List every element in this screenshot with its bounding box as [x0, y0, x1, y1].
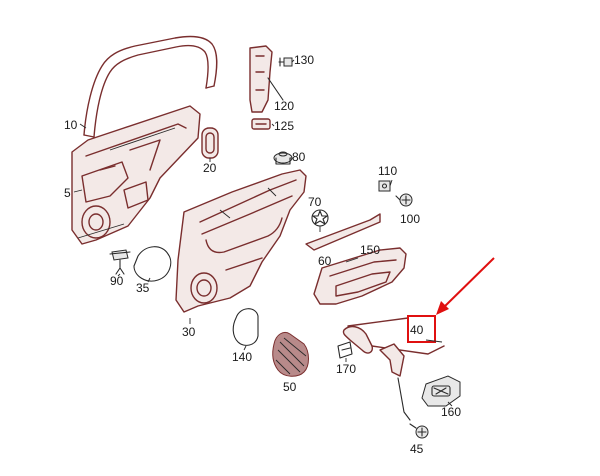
- highlight-arrow-shaft: [441, 257, 495, 310]
- part-120-bracket: [249, 45, 284, 113]
- label-60: 60: [318, 254, 332, 268]
- label-70: 70: [308, 195, 322, 209]
- callout-labels: 10 5 130 120 125 20 80 110 100 70 60 150…: [64, 53, 461, 456]
- part-170-clip: [337, 341, 353, 359]
- part-10-window-seal: [83, 35, 218, 138]
- label-130: 130: [294, 53, 314, 67]
- part-80-grommet: [273, 151, 293, 165]
- label-5: 5: [64, 186, 71, 200]
- part-100-screw: [395, 193, 413, 207]
- label-160: 160: [441, 405, 461, 419]
- part-140-gasket: [232, 308, 259, 346]
- label-30: 30: [182, 325, 196, 339]
- part-110-nut: [378, 180, 391, 192]
- label-170: 170: [336, 362, 356, 376]
- label-80: 80: [292, 150, 306, 164]
- label-10: 10: [64, 118, 78, 132]
- label-125: 125: [274, 119, 294, 133]
- label-50: 50: [283, 380, 297, 394]
- part-150-armrest: [313, 247, 407, 305]
- part-70-star-clip: [311, 209, 329, 227]
- part-20-plug: [201, 127, 219, 159]
- label-100: 100: [400, 212, 420, 226]
- label-110: 110: [378, 164, 397, 178]
- label-45: 45: [410, 442, 424, 456]
- leader-lines: [73, 59, 453, 407]
- label-90: 90: [110, 274, 124, 288]
- part-50-speaker-grille: [272, 331, 309, 377]
- label-150: 150: [360, 243, 380, 257]
- label-35: 35: [136, 281, 150, 295]
- label-20: 20: [203, 161, 217, 175]
- highlight-callout: [407, 257, 495, 343]
- part-160-handle-housing: [421, 375, 461, 407]
- part-130-screw: [278, 57, 293, 67]
- highlight-box: [407, 315, 436, 343]
- part-30-door-trim-panel: [175, 169, 307, 313]
- label-140: 140: [232, 350, 252, 364]
- highlight-arrow-head: [436, 301, 449, 315]
- label-120: 120: [274, 99, 294, 113]
- part-125-clip: [251, 118, 271, 130]
- label-40: 40: [410, 323, 424, 337]
- part-45-screw: [409, 423, 429, 439]
- part-inner-handle-lever: [379, 343, 411, 421]
- part-5-door-shell: [71, 105, 201, 245]
- part-35-gasket: [133, 246, 172, 282]
- part-60-trim-strip: [305, 213, 381, 251]
- part-90-push-clip: [109, 249, 131, 275]
